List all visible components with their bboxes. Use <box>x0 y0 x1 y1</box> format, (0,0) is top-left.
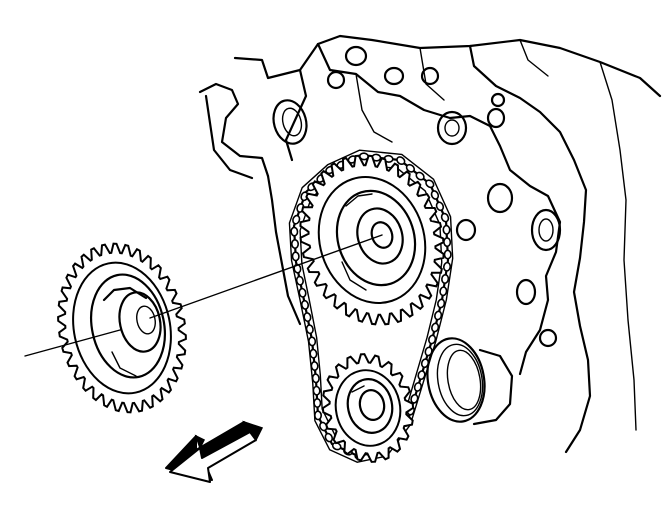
chain-link <box>424 346 433 357</box>
removed-camshaft-sprocket <box>57 242 187 414</box>
chain-link <box>443 249 452 260</box>
crankshaft-pulley-hub <box>426 337 514 426</box>
chain-link <box>300 299 310 310</box>
chain-link <box>291 251 300 262</box>
chain-link <box>405 163 416 173</box>
cover-bolt-holes <box>272 45 562 348</box>
chain-link <box>430 190 440 200</box>
chain-link <box>439 286 448 297</box>
installed-camshaft-sprocket <box>299 154 445 326</box>
chain-link <box>309 348 318 359</box>
chain-link <box>290 239 300 249</box>
chain-link <box>442 224 451 235</box>
chain-link <box>431 322 440 333</box>
chain-link <box>437 298 446 309</box>
chain-link <box>428 334 437 345</box>
chain-link <box>324 432 334 443</box>
chain-link <box>311 373 320 384</box>
chain-link <box>305 324 314 335</box>
chain-link <box>441 274 450 284</box>
chain-link <box>313 398 322 408</box>
chain-link <box>442 261 452 272</box>
chain-link <box>308 336 317 347</box>
chain-link <box>415 171 425 181</box>
alignment-axis-line <box>24 234 383 357</box>
chain-link <box>310 361 319 371</box>
chain-link <box>313 410 323 421</box>
chain-link <box>295 275 304 286</box>
chain-link <box>443 237 452 248</box>
chain-link <box>410 393 419 404</box>
chain-link <box>440 212 450 223</box>
chain-link <box>425 179 435 189</box>
chain-link <box>420 358 430 369</box>
chain-link <box>312 385 321 396</box>
direction-arrow-icon <box>165 420 264 483</box>
chain-link <box>435 201 445 212</box>
chain-link <box>417 370 426 381</box>
engine-front-cover <box>198 34 662 454</box>
chain-link <box>292 214 301 225</box>
chain-link <box>434 310 443 321</box>
chain-link <box>290 226 299 237</box>
chain-link <box>303 312 312 323</box>
crankshaft-sprocket <box>321 353 415 463</box>
chain-link <box>396 156 406 166</box>
chain-link <box>298 287 307 298</box>
chain-link <box>413 381 422 392</box>
